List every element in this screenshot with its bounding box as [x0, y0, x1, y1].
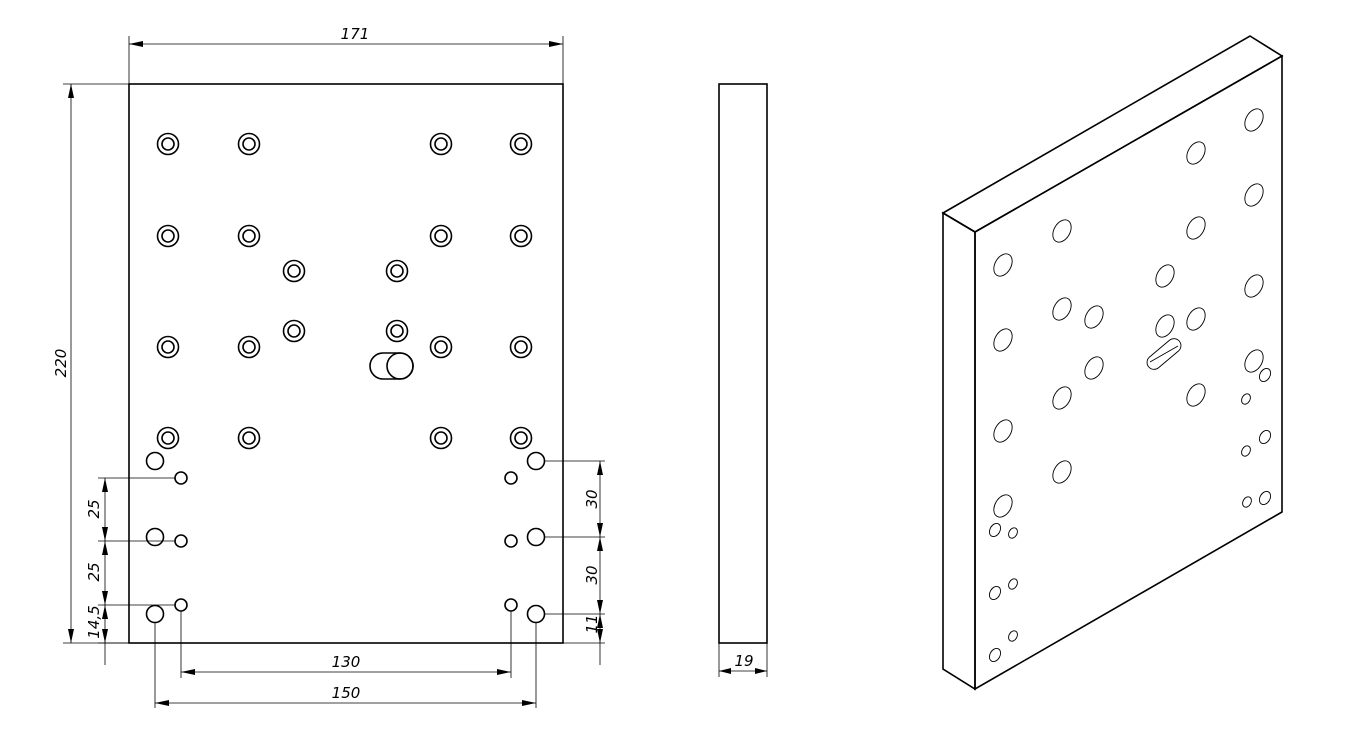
plate-outline	[128, 83, 564, 644]
dimension-left-chain: 25 25 14,5	[85, 477, 175, 665]
right-bottom-offset-label: 11	[583, 614, 601, 633]
height-label: 220	[52, 349, 70, 378]
isometric-view	[941, 35, 1284, 691]
dimension-height: 220	[52, 83, 129, 644]
counterbored-holes	[156, 132, 533, 450]
front-view: 171 220 25 25 14,5	[52, 25, 605, 708]
dimension-right-chain: 30 30 11	[544, 460, 605, 665]
iso-left-face	[942, 211, 976, 691]
width-label: 171	[341, 25, 370, 43]
left-bottom-offset-label: 14,5	[85, 605, 103, 638]
slot	[369, 352, 414, 380]
side-outline	[718, 83, 768, 644]
dimension-inner-span: 130	[180, 611, 512, 678]
outer-span-label: 150	[332, 684, 361, 702]
iso-top-face	[941, 35, 1284, 233]
thickness-label: 19	[734, 652, 753, 670]
inner-span-label: 130	[332, 653, 361, 671]
mounting-holes	[145, 451, 546, 624]
left-spacing-1-label: 25	[85, 499, 103, 518]
iso-small-holes	[988, 367, 1272, 663]
dimension-outer-span: 150	[154, 623, 537, 708]
dimension-thickness: 19	[718, 643, 768, 677]
side-view: 19	[718, 83, 768, 677]
iso-large-holes	[993, 108, 1264, 518]
left-spacing-2-label: 25	[85, 562, 103, 581]
right-spacing-1-label: 30	[583, 489, 601, 508]
iso-front-face	[974, 54, 1283, 691]
iso-slot	[1146, 338, 1182, 370]
right-spacing-2-label: 30	[583, 565, 601, 584]
dimension-width: 171	[128, 25, 564, 84]
